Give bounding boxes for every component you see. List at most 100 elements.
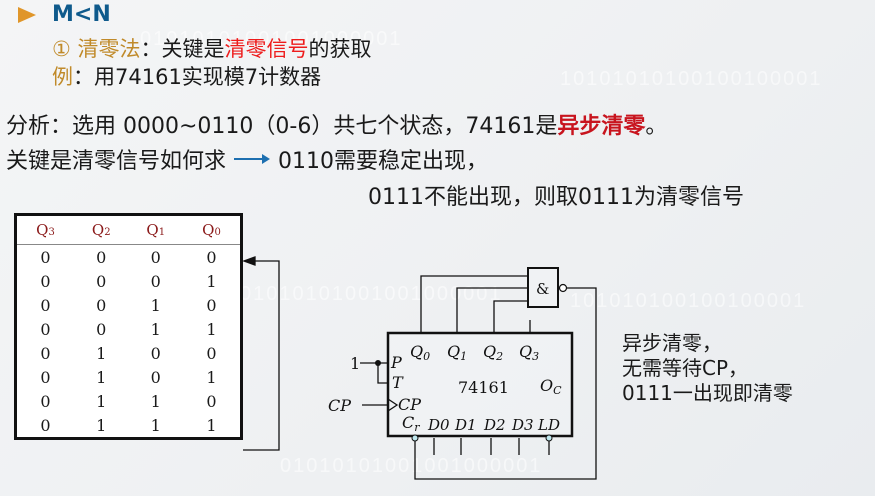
table-cell: 1	[96, 391, 107, 411]
key-note-2: 0111不能出现，则取0111为清零信号	[368, 185, 744, 210]
table-cell: 0	[206, 343, 217, 363]
table-header-row: Q3 Q2 Q1 Q0	[15, 214, 242, 245]
table-cell: 1	[206, 415, 217, 435]
method-name: 清零法	[77, 37, 141, 61]
analysis-highlight: 异步清零	[557, 114, 646, 139]
cr-bubble	[411, 434, 419, 442]
background-decoration: 01010101001001000001	[280, 455, 543, 477]
table-cell: 1	[96, 415, 107, 435]
table-cell: 0	[206, 247, 217, 267]
wires	[360, 275, 597, 480]
gate-symbol: &	[536, 280, 549, 298]
pin-ld: LD	[537, 416, 560, 434]
background-decoration: 01010101001001000001	[140, 28, 403, 50]
pin-t: T	[392, 373, 404, 392]
pin-cp: CP	[398, 395, 421, 414]
colon: ：	[73, 65, 94, 89]
table-cell: 0	[40, 343, 51, 363]
table-cell: 0	[40, 319, 51, 339]
analysis-line: 分析：选用 0000~0110（0-6）共七个状态，74161是异步清零。	[6, 108, 667, 140]
input-one: 1	[350, 354, 360, 373]
table-cell: 0	[96, 295, 107, 315]
example-prefix: 例	[52, 65, 73, 89]
method-number: ①	[52, 37, 71, 61]
table-cell: 1	[206, 319, 217, 339]
side-note: 异步清零， 无需等待CP， 0111一出现即清零	[622, 331, 793, 406]
table-cell: 0	[96, 247, 107, 267]
feedback-arrow	[242, 256, 280, 451]
side-note-line3: 0111一出现即清零	[622, 381, 793, 405]
table-cell: 1	[206, 271, 217, 291]
method-highlight: 清零信号	[224, 37, 309, 61]
table-row: 0 0 0 0	[16, 245, 242, 270]
side-note-line1: 异步清零，	[622, 331, 722, 355]
table-cell: 0	[40, 247, 51, 267]
input-cp: CP	[328, 396, 351, 415]
method-line: ① 清零法：关键是清零信号的获取	[52, 33, 372, 63]
table-cell: 1	[150, 295, 161, 315]
pin-d3: D3	[511, 416, 534, 434]
table-cell: 1	[150, 391, 161, 411]
example-text: 用74161实现模7计数器	[94, 65, 322, 89]
section-heading: M<N	[18, 2, 111, 27]
table-cell: 1	[206, 367, 217, 387]
bullet-arrow-icon	[18, 6, 36, 23]
method-text: 关键是	[161, 37, 225, 61]
key-line: 关键是清零信号如何求 0110需要稳定出现，	[6, 143, 488, 175]
table-row: 0 1 0 0	[16, 341, 242, 365]
background-decoration: 10101010100100100001	[560, 68, 823, 90]
background-decoration: 101010100100100001	[570, 290, 807, 312]
table-cell: 0	[40, 295, 51, 315]
heading-label: M<N	[52, 2, 111, 27]
table-cell: 0	[40, 367, 51, 387]
sub: 3	[48, 227, 55, 238]
background-decoration: 01010101001001000001	[240, 283, 503, 305]
key-text: 关键是清零信号如何求	[6, 149, 227, 174]
header-q2: Q2	[73, 214, 129, 245]
colon: ：	[140, 37, 162, 61]
method-text-end: 的获取	[308, 37, 372, 61]
table-cell: 1	[150, 319, 161, 339]
pin-p: P	[390, 353, 402, 372]
pin-d0: D0	[427, 416, 450, 434]
sub: 0	[214, 227, 221, 238]
table-cell: 0	[150, 271, 161, 291]
key-note-1: 0110需要稳定出现，	[278, 149, 489, 174]
analysis-end: 。	[645, 114, 668, 139]
table-row: 0 1 1 0	[16, 389, 242, 413]
table-cell: 0	[206, 391, 217, 411]
table-cell: 0	[150, 343, 161, 363]
sub: 1	[158, 227, 166, 238]
table-cell: 0	[150, 367, 161, 387]
table-cell: 0	[96, 319, 107, 339]
header-q1: Q1	[128, 214, 183, 245]
nand-bubble	[558, 283, 568, 293]
ld-bubble	[545, 434, 553, 442]
table-cell: 1	[150, 415, 161, 435]
table-cell: 0	[206, 295, 217, 315]
table-cell: 0	[40, 271, 51, 291]
chip-label: 74161	[458, 378, 509, 397]
example-line: 例：用74161实现模7计数器	[52, 61, 321, 91]
sub: 2	[104, 227, 111, 238]
table-row: 0 0 1 1	[16, 317, 242, 341]
table-cell: 0	[40, 391, 51, 411]
chip-74161	[386, 331, 574, 438]
table-row: 0 1 0 1	[16, 365, 242, 389]
side-note-line2: 无需等待CP，	[622, 356, 749, 380]
junction-dot	[375, 360, 381, 366]
table-cell: 0	[150, 247, 161, 267]
arrow-right-icon	[234, 154, 271, 164]
analysis-text: 分析：选用 0000~0110（0-6）共七个状态，74161是	[6, 114, 558, 139]
pin-d1: D1	[454, 416, 477, 434]
header-q0: Q0	[183, 214, 242, 245]
pin-d2: D2	[483, 416, 506, 434]
nand-gate	[527, 267, 559, 308]
table-row: 0 0 1 0	[16, 293, 242, 317]
table-cell: 1	[96, 343, 107, 363]
table-cell: 1	[96, 367, 107, 387]
